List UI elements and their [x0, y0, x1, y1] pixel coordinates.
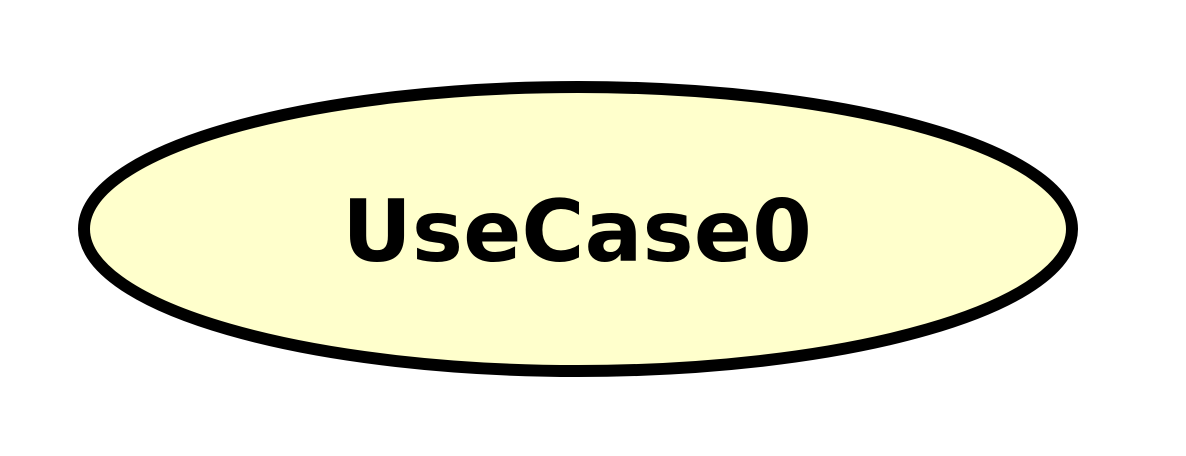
usecase-ellipse[interactable] [78, 81, 1078, 377]
usecase-label: UseCase0 [342, 182, 812, 282]
usecase-node[interactable]: UseCase0 [78, 81, 1078, 377]
